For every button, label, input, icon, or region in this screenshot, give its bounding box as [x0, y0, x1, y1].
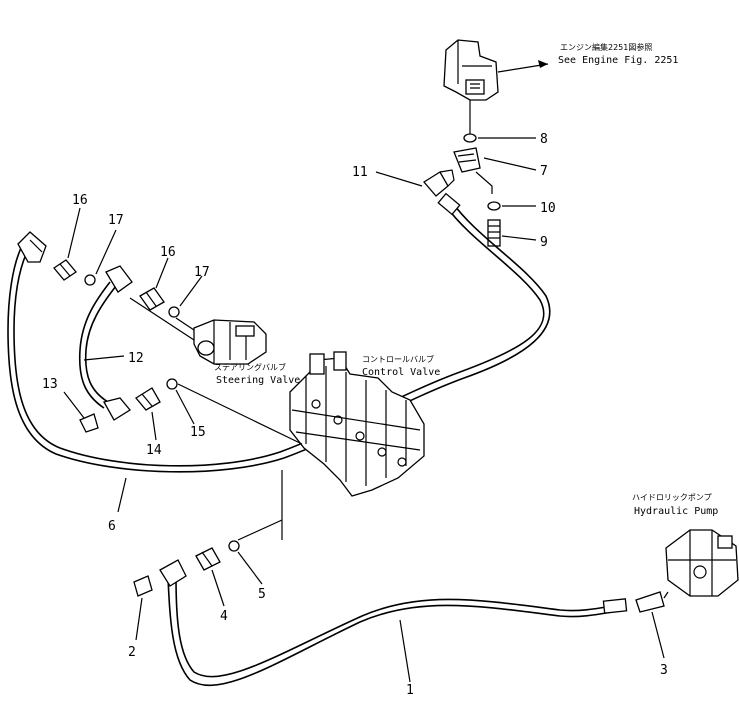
part-number-17a: 17	[108, 213, 124, 228]
part-number-11: 11	[352, 165, 368, 180]
engine-component	[443, 39, 549, 101]
control-en-label: Control Valve	[362, 367, 440, 378]
part-11-elbow	[423, 169, 455, 197]
part-number-16a: 16	[72, 193, 88, 208]
part-number-2: 2	[128, 645, 136, 660]
pump-jp-label: ハイドロリックポンプ	[632, 493, 712, 502]
part-4-connector	[195, 547, 221, 571]
hose-6	[7, 192, 551, 473]
part-number-7: 7	[540, 164, 548, 179]
part-number-10: 10	[540, 201, 556, 216]
steering-jp-label: ステアリングバルブ	[214, 362, 286, 372]
part-17b-oring	[168, 306, 180, 318]
part-2-plug	[133, 575, 153, 597]
part-14-connector	[135, 387, 161, 411]
part-number-9: 9	[540, 235, 548, 250]
part-13-plug	[79, 413, 99, 433]
part-number-16b: 16	[160, 245, 176, 260]
pump-en-label: Hydraulic Pump	[634, 506, 718, 517]
engine-en-label: See Engine Fig. 2251	[558, 55, 678, 66]
part-number-14: 14	[146, 443, 162, 458]
part-number-1: 1	[406, 683, 414, 698]
part-9-connector	[487, 219, 501, 247]
steering-en-label: Steering Valve	[216, 375, 300, 386]
part-5-oring	[228, 540, 240, 552]
part-number-8: 8	[540, 132, 548, 147]
part-number-13: 13	[42, 377, 58, 392]
part-number-15: 15	[190, 425, 206, 440]
control-jp-label: コントロールバルブ	[362, 354, 434, 364]
part-number-5: 5	[258, 587, 266, 602]
hydraulic-pump	[665, 529, 739, 597]
part-number-17b: 17	[194, 265, 210, 280]
part-10-oring	[487, 201, 501, 211]
hose-6-elbow-fitting	[17, 231, 47, 263]
part-number-4: 4	[220, 609, 228, 624]
part-number-3: 3	[660, 663, 668, 678]
part-17a-oring	[84, 274, 96, 286]
part-7-elbow	[453, 147, 493, 194]
part-15-oring	[166, 378, 178, 390]
hose-1	[159, 559, 628, 687]
part-number-12: 12	[128, 351, 144, 366]
part-number-6: 6	[108, 519, 116, 534]
part-8-oring	[463, 133, 477, 143]
part-16b-fitting	[139, 287, 165, 311]
control-valve	[289, 351, 425, 497]
hose-12	[78, 265, 133, 421]
steering-valve	[193, 319, 267, 365]
part-3-connector	[635, 591, 669, 613]
engine-jp-label: エンジン編集2251図参照	[560, 42, 652, 52]
part-16a-fitting	[53, 259, 77, 281]
